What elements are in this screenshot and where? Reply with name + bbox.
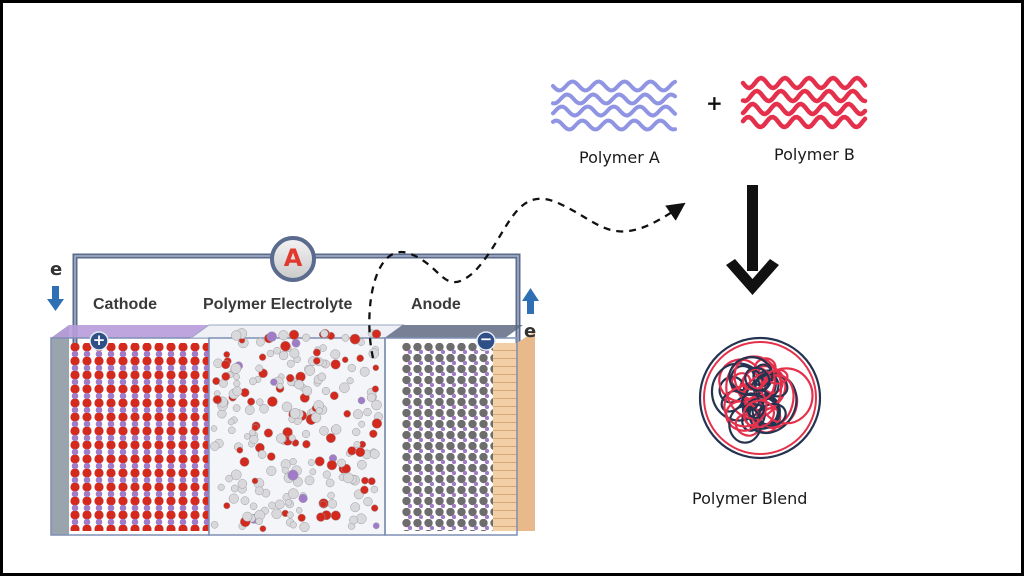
cathode-block: [50, 325, 210, 536]
dashed-connector-arrow: [368, 197, 686, 359]
positive-terminal-icon: [89, 331, 109, 351]
polymer-a-strands: [551, 79, 677, 132]
polymer-b-label: Polymer B: [774, 145, 855, 164]
ammeter-symbol: A: [283, 244, 303, 272]
anode-label: Anode: [411, 296, 461, 313]
electrolyte-block: [189, 324, 405, 536]
polymer-a-label: Polymer A: [579, 148, 660, 167]
cathode-label: Cathode: [93, 296, 157, 313]
electron-arrow-down-icon: [47, 286, 64, 311]
electrolyte-label: Polymer Electrolyte: [203, 296, 353, 313]
diagram-art: [47, 75, 868, 536]
positive-sign: +: [92, 331, 106, 349]
electron-label-right: e: [524, 321, 537, 342]
electron-label-left: e: [50, 259, 63, 280]
ammeter-icon: [270, 236, 316, 282]
plus-sign: +: [706, 91, 723, 115]
polymer-blend-ball: [698, 336, 822, 460]
negative-terminal-icon: [476, 331, 496, 351]
polymer-b-strands: [740, 75, 868, 130]
polymer-blend-label: Polymer Blend: [692, 489, 808, 508]
down-arrow-icon: [726, 185, 779, 295]
anode-block: [384, 325, 535, 536]
electron-arrow-up-icon: [522, 288, 539, 314]
negative-sign: −: [479, 330, 493, 348]
